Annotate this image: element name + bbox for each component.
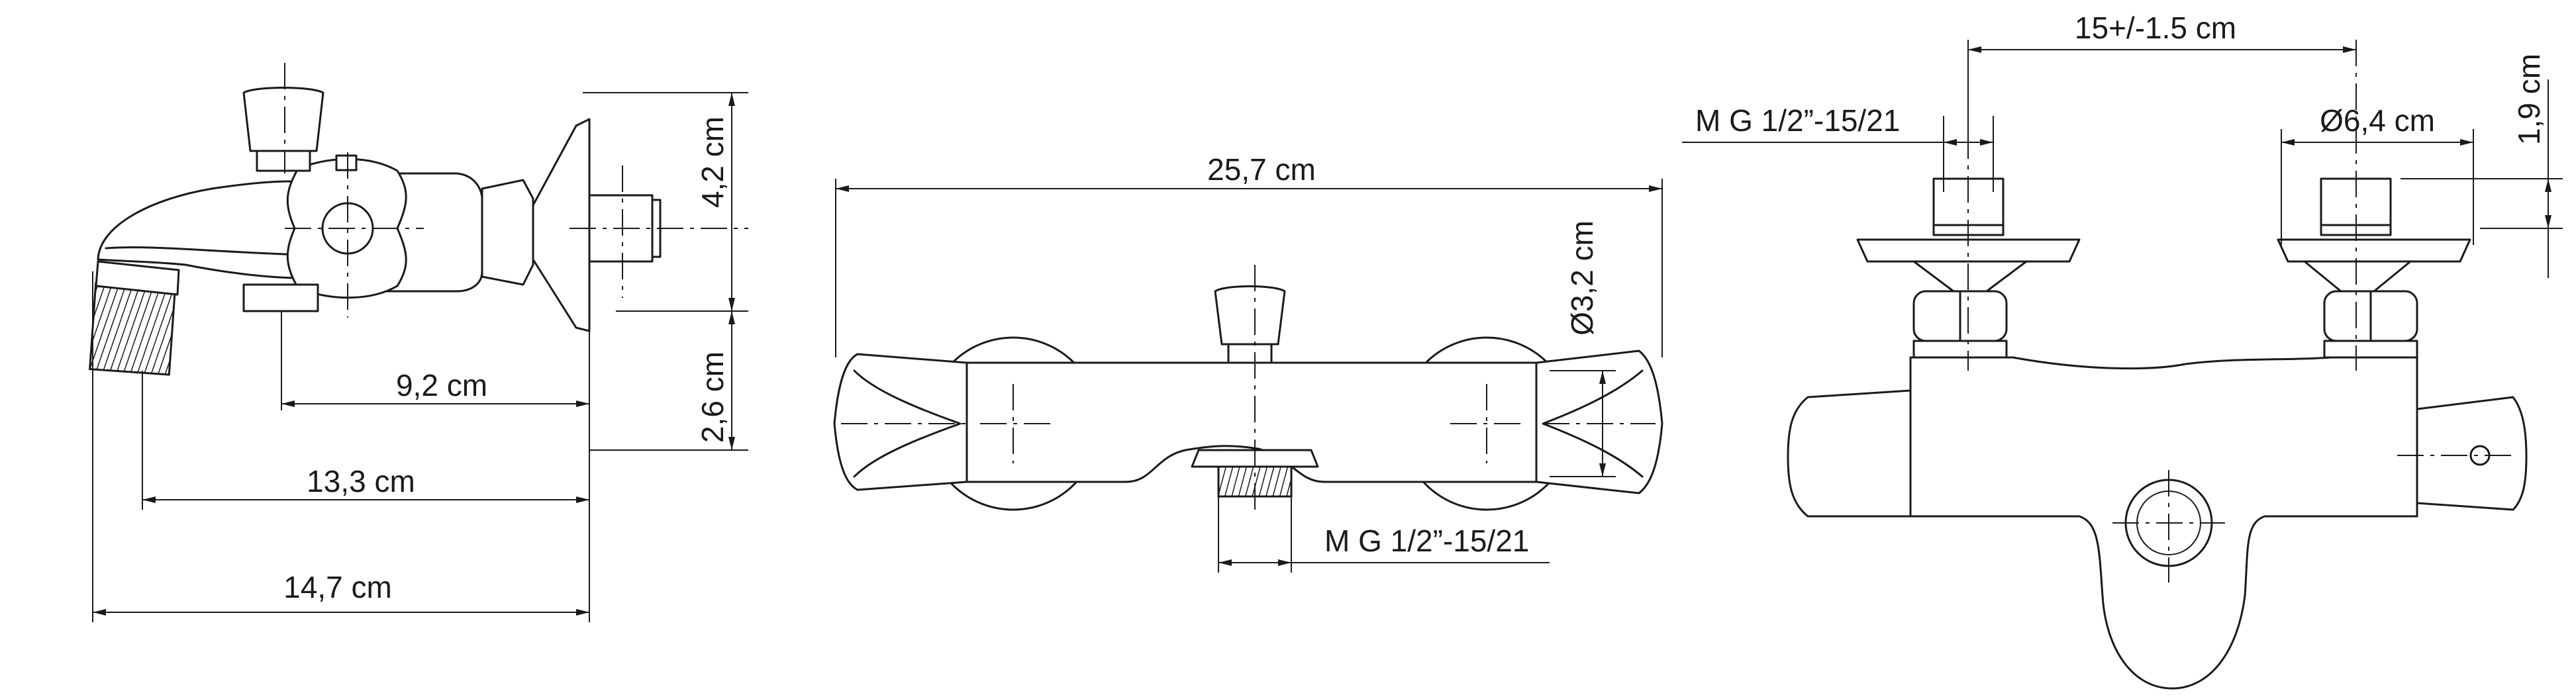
side-top-button bbox=[242, 87, 324, 152]
top-dim-spacing-label: 15+/-1.5 cm bbox=[2075, 11, 2236, 45]
side-dim-spout-label: 13,3 cm bbox=[307, 464, 415, 498]
side-aerator bbox=[89, 282, 176, 376]
front-dim-width-label: 25,7 cm bbox=[1207, 152, 1316, 187]
side-dim-total-label: 14,7 cm bbox=[283, 570, 392, 604]
side-nut bbox=[481, 179, 534, 286]
front-dim-thread-label: M G 1/2”-15/21 bbox=[1324, 524, 1529, 558]
side-spout-inner bbox=[105, 246, 303, 256]
front-handle-right bbox=[1535, 350, 1663, 494]
side-dim-body-label: 9,2 cm bbox=[396, 368, 487, 402]
front-view: 25,7 cm Ø3,2 cm M G 1/2”-15/21 bbox=[833, 152, 1663, 573]
side-aerator-cap bbox=[95, 260, 180, 296]
front-top-button bbox=[1214, 285, 1286, 346]
top-view: 15+/-1.5 cm M G 1/2”-15/21 Ø6,4 cm 1,9 c… bbox=[1682, 11, 2563, 690]
side-dim-height-bottom-label: 2,6 cm bbox=[695, 351, 730, 443]
front-top-button-stem bbox=[1227, 343, 1273, 364]
front-dim-diameter-label: Ø3,2 cm bbox=[1565, 220, 1599, 336]
side-dim-height-top-label: 4,2 cm bbox=[695, 117, 730, 208]
side-wall-plate bbox=[532, 118, 591, 332]
front-body bbox=[966, 361, 1538, 483]
top-dim-height-label: 1,9 cm bbox=[2512, 54, 2546, 145]
top-plate-left bbox=[1856, 238, 2081, 263]
top-dim-diameter-label: Ø6,4 cm bbox=[2320, 103, 2435, 138]
top-plate-right bbox=[2277, 238, 2471, 263]
side-view: 9,2 cm 13,3 cm 14,7 cm 4,2 cm 2,6 cm bbox=[89, 63, 748, 622]
side-bottom-outlet bbox=[242, 283, 319, 312]
front-handle-left-inner bbox=[853, 369, 962, 478]
side-spout-outline bbox=[97, 180, 303, 279]
top-handle-left bbox=[1787, 389, 1912, 518]
front-handle-left bbox=[833, 353, 968, 491]
side-top-button-stem bbox=[256, 150, 311, 172]
side-handle-top-pin bbox=[335, 154, 358, 171]
top-dim-inlet-thread-label: M G 1/2”-15/21 bbox=[1695, 103, 1900, 138]
